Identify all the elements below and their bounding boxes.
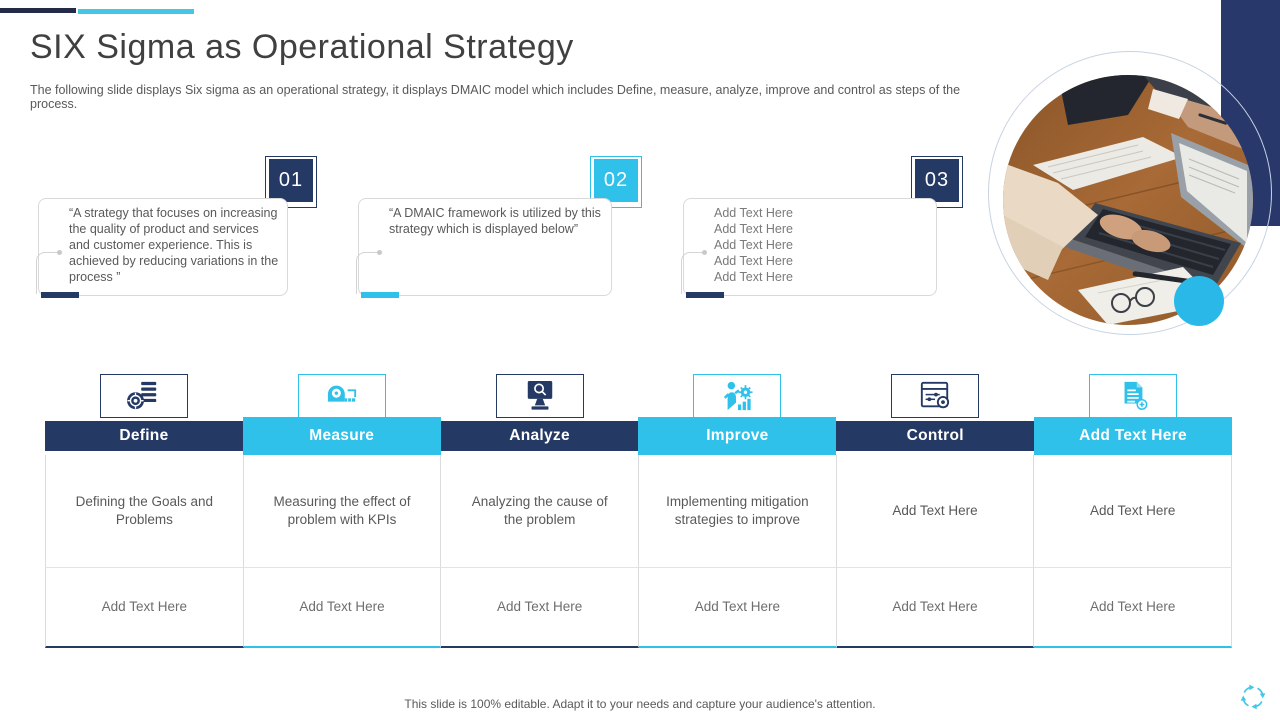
column-header-define: Define — [45, 421, 243, 451]
analyze-icon-box — [495, 374, 584, 418]
callout-accent-bar — [686, 292, 724, 298]
column-header-add-text: Add Text Here — [1034, 417, 1232, 455]
dmaic-row-2: Add Text Here Add Text Here Add Text Her… — [45, 568, 1233, 648]
settings-window-icon — [921, 381, 950, 409]
connector-hook — [36, 250, 62, 294]
cell-control-r1: Add Text Here — [836, 455, 1035, 568]
cell-addtext-r2: Add Text Here — [1034, 568, 1233, 648]
define-icon-box — [99, 374, 188, 418]
add-text-icon-box — [1089, 374, 1178, 418]
placeholder-line: Add Text Here — [714, 270, 793, 284]
cell-improve-r2: Add Text Here — [639, 568, 837, 648]
cell-define-r2: Add Text Here — [45, 568, 244, 648]
callout-accent-bar — [41, 292, 79, 298]
page-title: SIX Sigma as Operational Strategy — [30, 28, 574, 66]
callout-card-3: Add Text Here Add Text Here Add Text Her… — [681, 198, 937, 298]
footer-note: This slide is 100% editable. Adapt it to… — [404, 697, 876, 711]
measure-icon-box — [297, 374, 386, 418]
column-header-improve: Improve — [638, 417, 837, 455]
cell-measure-r2: Add Text Here — [243, 568, 442, 648]
callout-number-badge-03: 03 — [911, 156, 963, 208]
target-list-icon — [126, 381, 157, 410]
placeholder-line: Add Text Here — [714, 222, 793, 236]
placeholder-line: Add Text Here — [714, 254, 793, 268]
dmaic-row-1: Defining the Goals and Problems Measurin… — [45, 455, 1233, 568]
improve-icon-box — [693, 374, 782, 418]
top-accent-bar-cyan — [78, 9, 194, 14]
decorative-outline-circle — [988, 51, 1272, 335]
callout-number-badge-02: 02 — [590, 156, 642, 208]
callout-3-placeholder-list: Add Text Here Add Text Here Add Text Her… — [714, 205, 930, 285]
cell-analyze-r2: Add Text Here — [441, 568, 640, 648]
document-add-icon — [1124, 381, 1148, 410]
column-header-analyze: Analyze — [440, 421, 639, 451]
decorative-cyan-circle — [1174, 276, 1224, 326]
dmaic-header-row: Define Measure Analyze Improve Control A… — [45, 417, 1232, 455]
placeholder-line: Add Text Here — [714, 206, 793, 220]
control-icon-box — [891, 374, 980, 418]
placeholder-line: Add Text Here — [714, 238, 793, 252]
dmaic-icon-row — [45, 374, 1232, 418]
callout-1-text: “A strategy that focuses on increasing t… — [69, 206, 279, 284]
connector-hook — [681, 250, 707, 294]
cell-measure-r1: Measuring the effect of problem with KPI… — [243, 455, 442, 568]
cycle-arrows-icon — [1236, 680, 1270, 714]
callout-2-text: “A DMAIC framework is utilized by this s… — [389, 206, 601, 236]
top-accent-bar-navy — [0, 8, 76, 13]
connector-hook — [356, 250, 382, 294]
callout-card-1: “A strategy that focuses on increasing t… — [36, 198, 288, 298]
cell-control-r2: Add Text Here — [836, 568, 1035, 648]
page-subtitle: The following slide displays Six sigma a… — [30, 83, 961, 111]
callout-card-2: “A DMAIC framework is utilized by this s… — [356, 198, 612, 298]
person-gear-chart-icon — [724, 381, 753, 411]
number-badge-value: 02 — [594, 159, 638, 202]
callout-accent-bar — [361, 292, 399, 298]
measuring-tape-icon — [327, 385, 356, 402]
column-header-control: Control — [836, 421, 1035, 451]
monitor-magnifier-icon — [527, 380, 552, 410]
column-header-measure: Measure — [242, 417, 441, 455]
cell-define-r1: Defining the Goals and Problems — [45, 455, 244, 568]
cell-analyze-r1: Analyzing the cause of the problem — [441, 455, 640, 568]
cell-improve-r1: Implementing mitigation strategies to im… — [639, 455, 837, 568]
cell-addtext-r1: Add Text Here — [1034, 455, 1233, 568]
number-badge-value: 03 — [915, 159, 959, 202]
number-badge-value: 01 — [269, 159, 313, 202]
